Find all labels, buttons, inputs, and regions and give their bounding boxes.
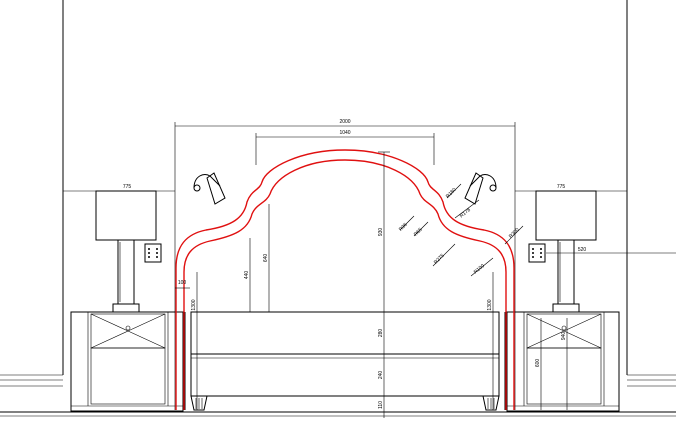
dim-post-height-right: 1300 xyxy=(487,299,493,310)
dim-bedside-left: 775 xyxy=(123,184,132,190)
dim-panel-height-a: 440 xyxy=(244,271,250,280)
bed-base xyxy=(184,311,506,411)
left-table-lamp xyxy=(95,190,157,313)
dim-panel-height-b: 640 xyxy=(263,254,269,263)
dim-crown-height: 930 xyxy=(378,228,384,237)
dim-radius-3: R65 xyxy=(413,227,424,238)
dim-post-width: 100 xyxy=(178,280,187,286)
socket-plate-icon xyxy=(528,243,546,263)
headboard-profile xyxy=(175,149,515,410)
dim-mattress-height: 280 xyxy=(378,329,384,338)
right-bedside-table xyxy=(506,311,620,412)
dim-inner-width: 1040 xyxy=(339,130,350,136)
wall-lamp-icon xyxy=(464,172,497,205)
dim-base-height: 240 xyxy=(378,371,384,380)
dim-overall-width: 2000 xyxy=(339,119,350,125)
dim-bedside-right: 775 xyxy=(557,184,566,190)
wall-outline xyxy=(0,0,676,417)
dim-radius-4: R178 xyxy=(459,207,472,219)
dim-bedside-offset: 520 xyxy=(578,247,587,253)
dim-radius-6: R300 xyxy=(508,227,521,240)
socket-plate-icon xyxy=(144,243,162,263)
dimension-labels: 2000 1040 775 775 520 100 930 280 240 11… xyxy=(123,119,587,409)
dimension-lines xyxy=(63,122,676,418)
dim-table-depth: 940 xyxy=(561,332,567,341)
dim-radius-1: R36 xyxy=(398,222,409,233)
wall-lamp-icon xyxy=(193,172,226,205)
dim-table-height: 600 xyxy=(535,359,541,368)
dim-post-height-left: 1300 xyxy=(191,299,197,310)
left-bedside-table xyxy=(70,311,184,412)
dim-radius-7: R100 xyxy=(473,263,486,275)
dim-leg-height: 110 xyxy=(378,401,384,409)
